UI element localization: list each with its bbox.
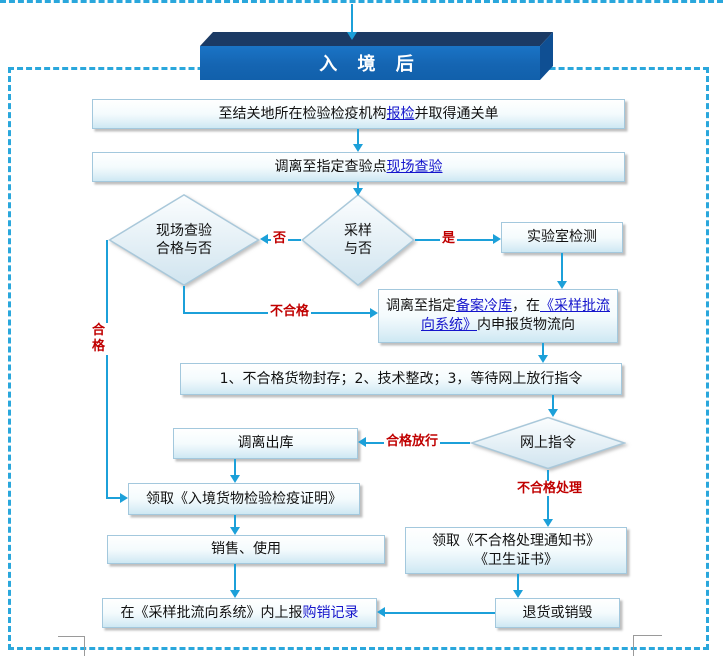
diamond-shape <box>301 194 415 286</box>
connector-move-to-sampling <box>357 182 359 188</box>
diamond-online-text: 网上指令 <box>520 434 576 451</box>
box-sale-text: 销售、使用 <box>211 541 281 558</box>
page-corner-mark-left <box>58 636 85 656</box>
link-sampling-batch-system[interactable]: 《采样批流向系统》 <box>421 298 610 333</box>
box-notice-line2: 《卫生证书》 <box>474 551 558 568</box>
arrow-seal-to-online-icon <box>548 409 558 417</box>
box-outbound-text: 调离出库 <box>237 435 294 452</box>
arrow-move-to-sampling-icon <box>353 188 363 196</box>
diamond-shape <box>470 417 626 469</box>
connector-sale-to-record <box>234 564 236 590</box>
arrow-sale-to-record-icon <box>230 590 240 598</box>
label-no: 否 <box>271 231 289 246</box>
link-site-inspection[interactable]: 现场查验 <box>386 158 443 175</box>
arrow-sampling-no-icon <box>260 234 268 244</box>
top-dashed-rule <box>0 0 723 3</box>
arrow-lab-to-cold-icon <box>557 281 567 289</box>
connector-cert-to-sale <box>234 515 236 527</box>
diamond-site-inspection-pass: 现场查验合格与否 <box>108 194 260 286</box>
box-move-text: 调离至指定查验点现场查验 <box>274 158 443 175</box>
label-unqualified: 不合格 <box>268 304 312 319</box>
box-notice-line1: 领取《不合格处理通知书》 <box>432 532 600 549</box>
link-declaration[interactable]: 报检 <box>386 105 415 122</box>
connector-outbound-to-cert <box>234 459 236 475</box>
arrow-outbound-to-cert-icon <box>230 475 240 483</box>
box-get-nonconformity-notice: 领取《不合格处理通知书》 《卫生证书》 <box>405 527 627 574</box>
connector-notice-to-return <box>517 574 519 590</box>
connector-cold-to-seal <box>542 343 544 355</box>
diamond-site-text: 现场查验合格与否 <box>156 222 212 257</box>
arrow-cold-to-seal-icon <box>538 355 548 363</box>
page-corner-mark-right <box>633 635 662 656</box>
link-purchase-sale-record[interactable]: 购销记录 <box>302 604 359 621</box>
label-pass-release: 合格放行 <box>384 434 441 449</box>
diamond-shape <box>108 194 260 286</box>
box-record-text: 在《采样批流向系统》内上报购销记录 <box>120 604 359 621</box>
box-seal-text: 1、不合格货物封存；2、技术整改；3，等待网上放行指令 <box>219 370 583 387</box>
box-sale-use: 销售、使用 <box>107 535 385 564</box>
diamond-sampling-or-not: 采样与否 <box>301 194 415 286</box>
label-yes: 是 <box>440 231 458 246</box>
box-report-purchase-sale-record: 在《采样批流向系统》内上报购销记录 <box>102 598 377 628</box>
box-move-to-inspection: 调离至指定查验点现场查验 <box>92 152 625 182</box>
arrow-return-to-record-icon <box>377 607 385 617</box>
box-lab-text: 实验室检测 <box>527 229 597 246</box>
arrow-notice-to-return-icon <box>513 590 523 598</box>
box-report-text: 至结关地所在检验检疫机构报检并取得通关单 <box>218 105 499 122</box>
arrow-entry-icon <box>347 32 357 40</box>
box-return-or-destroy: 退货或销毁 <box>495 598 620 628</box>
diamond-sampling-text: 采样与否 <box>344 222 372 257</box>
header-title: 入 境 后 <box>200 46 540 80</box>
box-cold-text: 调离至指定备案冷库，在《采样批流向系统》内申报货物流向 <box>386 298 610 333</box>
box-seal-rectify-wait: 1、不合格货物封存；2、技术整改；3，等待网上放行指令 <box>180 363 622 395</box>
arrow-online-pass-icon <box>358 437 366 447</box>
arrow-report-to-move-icon <box>353 144 363 152</box>
box-get-inspection-certificate: 领取《入境货物检验检疫证明》 <box>128 483 360 515</box>
box-report-declaration: 至结关地所在检验检疫机构报检并取得通关单 <box>92 99 625 129</box>
connector-site-pass-h <box>106 497 120 499</box>
connector-report-to-move <box>357 129 359 144</box>
box-cert-text: 领取《入境货物检验检疫证明》 <box>146 490 342 507</box>
label-qualified: 合格 <box>89 323 108 355</box>
connector-return-to-record <box>385 612 495 614</box>
box-return-text: 退货或销毁 <box>522 604 593 621</box>
header-box-side-face <box>540 32 553 80</box>
arrow-sampling-yes-icon <box>493 234 501 244</box>
arrow-site-fail-icon <box>370 308 378 318</box>
diamond-online-instruction: 网上指令 <box>470 417 626 469</box>
connector-seal-to-online <box>552 395 554 409</box>
header-title-text: 入 境 后 <box>319 54 421 75</box>
connector-lab-to-cold <box>561 253 563 281</box>
link-registered-cold-store[interactable]: 备案冷库 <box>456 298 512 315</box>
arrow-cert-to-sale-icon <box>230 527 240 535</box>
label-fail-handle: 不合格处理 <box>515 481 585 496</box>
header-box-top-face <box>200 32 553 46</box>
connector-site-pass-v <box>106 240 108 498</box>
box-lab-testing: 实验室检测 <box>501 222 623 253</box>
box-cold-storage: 调离至指定备案冷库，在《采样批流向系统》内申报货物流向 <box>378 289 618 343</box>
connector-entry <box>351 4 353 32</box>
box-outbound-release: 调离出库 <box>173 428 358 459</box>
arrow-online-fail-icon <box>543 519 553 527</box>
arrow-site-pass-icon <box>120 493 128 503</box>
connector-site-fail-v <box>183 286 185 314</box>
